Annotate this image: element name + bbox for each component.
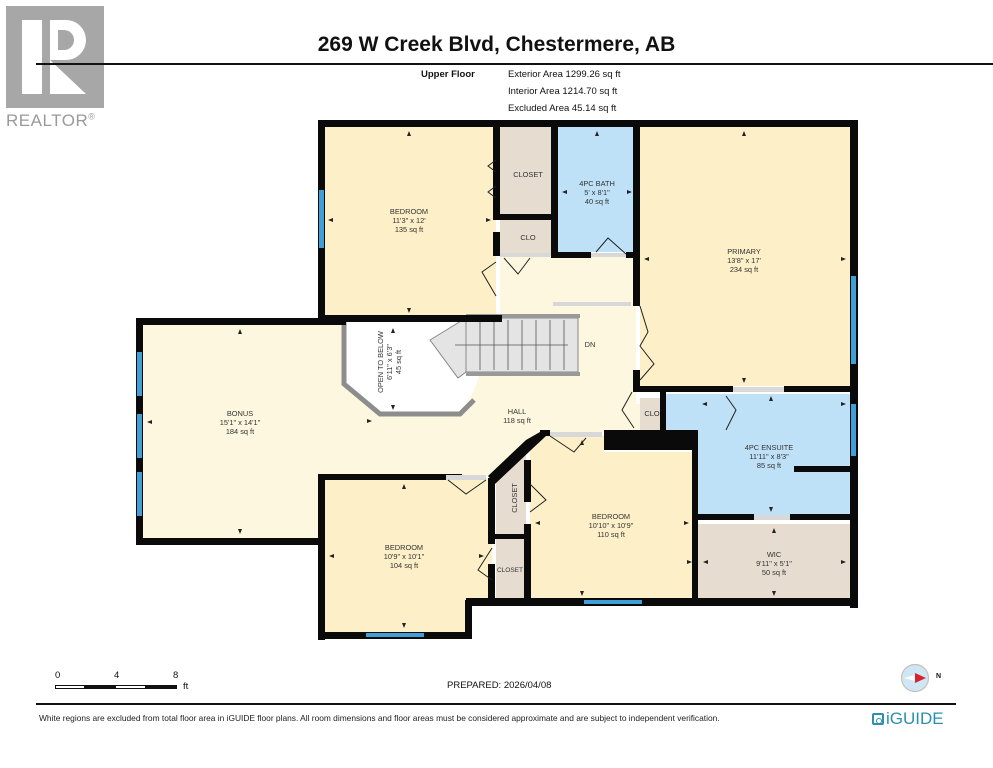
- exterior-area: Exterior Area 1299.26 sq ft: [508, 69, 621, 80]
- primary-name: PRIMARY: [727, 247, 761, 256]
- scale-tick-0: 0: [55, 670, 61, 681]
- open-below-dims: 6'11" x 6'3": [385, 344, 394, 380]
- scale-segment-4: [145, 685, 177, 689]
- primary-area-text: 234 sq ft: [730, 265, 758, 274]
- primary-area: [640, 126, 850, 386]
- ensuite-area-text: 85 sq ft: [757, 461, 781, 470]
- footer-divider: [36, 703, 956, 705]
- realtor-r-leg: [50, 60, 86, 94]
- ensuite-name: 4PC ENSUITE: [745, 443, 794, 452]
- door-gaps: [446, 253, 790, 520]
- compass-icon: [900, 663, 930, 693]
- bedroom2-area-text: 104 sq ft: [390, 561, 418, 570]
- bath-area: [558, 126, 636, 252]
- bonus-name: BONUS: [227, 409, 253, 418]
- closet3-name: CLOSET: [497, 567, 523, 574]
- realtor-r-stem: [22, 20, 42, 94]
- iguide-camera-icon: [872, 713, 884, 725]
- open-below-railing: [341, 320, 476, 417]
- ensuite-dims: 11'11" x 8'3": [749, 452, 789, 461]
- scale-tick-8: 8: [173, 670, 179, 681]
- bedroom3-area: [530, 436, 694, 600]
- scale-bar: 0 4 8 ft: [55, 670, 215, 700]
- bonus-dims: 15'1" x 14'1": [220, 418, 261, 427]
- wic-name: WIC: [767, 550, 782, 559]
- scale-segment-2: [84, 685, 116, 689]
- iguide-logo: iGUIDE: [872, 709, 944, 729]
- wic-area-text: 50 sq ft: [762, 568, 786, 577]
- compass-north-label: N: [936, 673, 942, 680]
- bonus-area-text: 184 sq ft: [226, 427, 254, 436]
- registered-mark: ®: [88, 111, 96, 122]
- iguide-wordmark: iGUIDE: [886, 709, 944, 728]
- closet1-area: [500, 126, 554, 216]
- closet3-area: [496, 538, 526, 600]
- scale-unit: ft: [183, 681, 189, 692]
- bedroom2-dims: 10'9" x 10'1": [384, 552, 425, 561]
- realtor-wordmark: REALTOR®: [6, 111, 95, 131]
- ensuite-area: [666, 394, 850, 520]
- bedroom1-dims: 11'3" x 12': [392, 216, 426, 225]
- closet1-name: CLOSET: [513, 170, 543, 179]
- windows: [137, 190, 856, 637]
- clo1-name: CLO: [520, 233, 535, 242]
- realtor-text: REALTOR: [6, 111, 89, 130]
- hall-area-text: 118 sq ft: [503, 416, 531, 425]
- scale-segment-1: [55, 685, 85, 689]
- bedroom3-dims: 10'10" x 10'9": [589, 521, 634, 530]
- floor-name: Upper Floor: [421, 69, 475, 80]
- prepared-date: PREPARED: 2026/04/08: [447, 680, 552, 691]
- scale-tick-4: 4: [114, 670, 120, 681]
- bath-name: 4PC BATH: [579, 179, 615, 188]
- dimension-arrows: [147, 131, 846, 628]
- hall-name: HALL: [508, 407, 527, 416]
- wic-area: [698, 524, 850, 600]
- bedroom2-name: BEDROOM: [385, 543, 423, 552]
- bedroom3-name: BEDROOM: [592, 512, 630, 521]
- disclaimer-text: White regions are excluded from total fl…: [39, 713, 720, 723]
- open-below-area-text: 45 sq ft: [394, 350, 403, 374]
- bedroom1-area: [324, 126, 496, 316]
- bath-dims: 5' x 8'1": [584, 188, 610, 197]
- realtor-r-bowl-inner: [58, 30, 74, 50]
- header-divider: [36, 63, 993, 65]
- bedroom1-area-text: 135 sq ft: [395, 225, 423, 234]
- door-swings: [447, 159, 737, 581]
- page-title: 269 W Creek Blvd, Chestermere, AB: [317, 33, 676, 56]
- stairs-dn-label: DN: [585, 340, 596, 349]
- open-below-name: OPEN TO BELOW: [376, 331, 385, 393]
- primary-dims: 13'8" x 17': [727, 256, 761, 265]
- bath-area-text: 40 sq ft: [585, 197, 609, 206]
- closet2-name: CLOSET: [510, 483, 519, 513]
- bedroom1-name: BEDROOM: [390, 207, 428, 216]
- staircase: [429, 314, 580, 379]
- bedroom2-area: [324, 478, 492, 636]
- room-labels: BEDROOM 11'3" x 12' 135 sq ft CLOSET CLO…: [220, 170, 794, 577]
- excluded-area: Excluded Area 45.14 sq ft: [508, 103, 617, 114]
- interior-area: Interior Area 1214.70 sq ft: [508, 86, 618, 97]
- realtor-logo: [6, 6, 104, 108]
- clo2-name: CLO: [644, 409, 659, 418]
- scale-segment-3: [115, 685, 146, 689]
- clo1-area: [500, 220, 554, 256]
- wic-dims: 9'11" x 5'1": [756, 559, 792, 568]
- bedroom3-area-text: 110 sq ft: [597, 530, 625, 539]
